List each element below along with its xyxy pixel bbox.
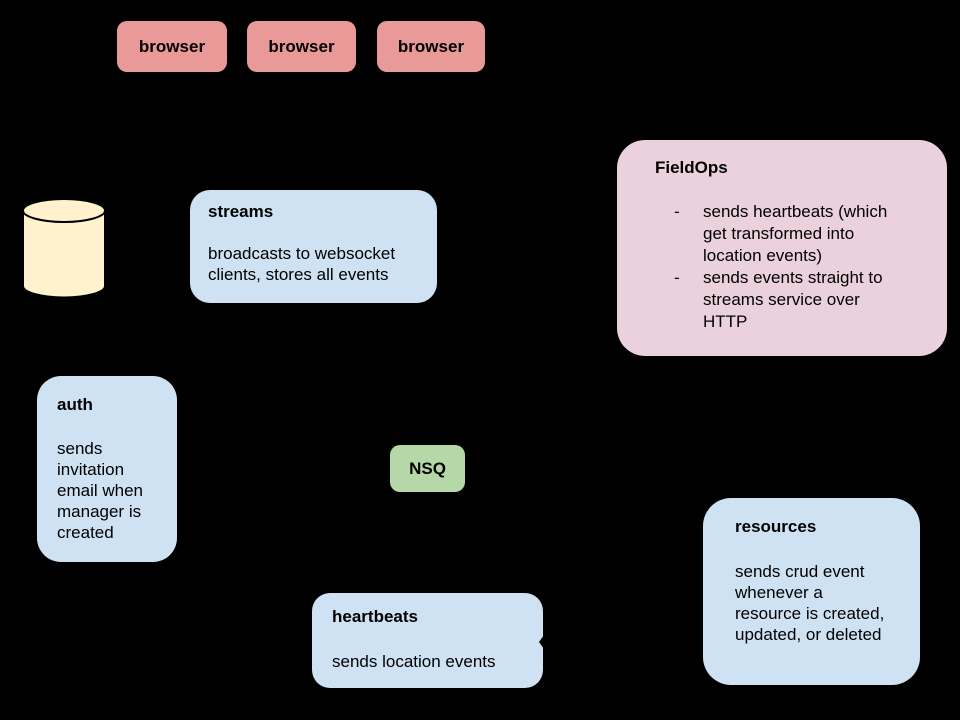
streams-node: streams broadcasts to websocket clients,…: [190, 190, 437, 303]
browser-label: browser: [268, 37, 335, 56]
node-body: sends invitation email when manager is c…: [57, 439, 143, 542]
bullet-item: - sends events straight to streams servi…: [655, 267, 919, 333]
nsq-node: NSQ: [390, 445, 465, 492]
resources-node: resources sends crud event whenever a re…: [703, 498, 920, 685]
fieldops-node: FieldOps - sends heartbeats (which get t…: [617, 140, 947, 356]
bullet-item: - sends heartbeats (which get transforme…: [655, 201, 919, 267]
bullet-list: - sends heartbeats (which get transforme…: [655, 201, 919, 333]
node-body: sends crud event whenever a resource is …: [735, 562, 885, 644]
heartbeats-node: heartbeats sends location events: [312, 593, 543, 688]
bullet-text: sends heartbeats (which get transformed …: [703, 202, 888, 265]
browser-node: browser: [117, 21, 227, 72]
node-title: FieldOps: [655, 158, 728, 177]
node-title: auth: [57, 395, 93, 414]
browser-label: browser: [138, 37, 206, 56]
browser-label: browser: [397, 37, 465, 56]
nsq-label: NSQ: [409, 459, 446, 478]
node-title: streams: [208, 202, 274, 221]
browser-node: browser: [377, 21, 485, 72]
node-body: sends location events: [332, 652, 496, 671]
bullet-text: sends events straight to streams service…: [703, 268, 883, 331]
bullet-dash: -: [674, 202, 680, 221]
node-body: broadcasts to websocket clients, stores …: [208, 244, 396, 284]
auth-node: auth sends invitation email when manager…: [37, 376, 177, 562]
browser-node: browser: [247, 21, 356, 72]
node-title: resources: [735, 517, 817, 536]
database-cylinder-icon: [22, 198, 106, 299]
node-title: heartbeats: [332, 607, 418, 626]
bullet-dash: -: [674, 268, 680, 287]
arrowhead-icon: [539, 635, 544, 649]
